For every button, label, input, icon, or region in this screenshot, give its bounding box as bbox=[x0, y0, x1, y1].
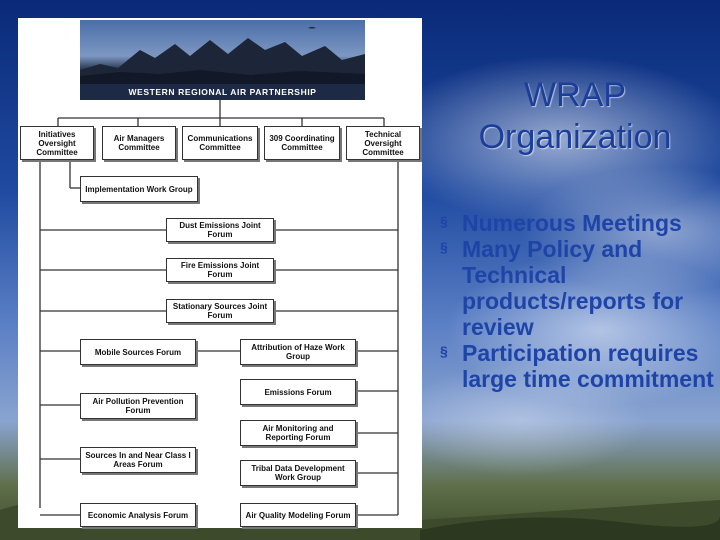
committee-box: Communications Committee bbox=[182, 126, 258, 160]
joint-forum-box: Fire Emissions Joint Forum bbox=[166, 258, 274, 282]
forum-box: Air Monitoring and Reporting Forum bbox=[240, 420, 356, 446]
joint-forum-box: Dust Emissions Joint Forum bbox=[166, 218, 274, 242]
title-line: WRAP bbox=[524, 76, 626, 114]
bullet-marker-icon: § bbox=[440, 213, 448, 229]
bullet-item: § Numerous Meetings bbox=[438, 210, 718, 236]
title-line: Organization bbox=[478, 118, 672, 156]
bullet-item: § Participation requires large time comm… bbox=[438, 340, 718, 392]
bullet-text: Numerous Meetings bbox=[462, 210, 682, 236]
committee-box: Initiatives Oversight Committee bbox=[20, 126, 94, 160]
bullet-marker-icon: § bbox=[440, 343, 448, 359]
committee-box: 309 Coordinating Committee bbox=[264, 126, 340, 160]
forum-box: Emissions Forum bbox=[240, 379, 356, 405]
work-group-box: Implementation Work Group bbox=[80, 176, 198, 202]
bullet-item: § Many Policy and Technical products/rep… bbox=[438, 236, 718, 340]
forum-box: Air Pollution Prevention Forum bbox=[80, 393, 196, 419]
committee-box: Technical Oversight Committee bbox=[346, 126, 420, 160]
forum-box: Attribution of Haze Work Group bbox=[240, 339, 356, 365]
org-chart-connector-lines bbox=[39, 100, 399, 516]
committee-box: Air Managers Committee bbox=[102, 126, 176, 160]
work-group-box: Tribal Data Development Work Group bbox=[240, 460, 356, 486]
wrap-logo: WESTERN REGIONAL AIR PARTNERSHIP bbox=[80, 20, 365, 100]
joint-forum-box: Stationary Sources Joint Forum bbox=[166, 299, 274, 323]
logo-banner: WESTERN REGIONAL AIR PARTNERSHIP bbox=[80, 84, 365, 100]
slide-title: WRAP Organization bbox=[440, 74, 710, 158]
forum-box: Air Quality Modeling Forum bbox=[240, 503, 356, 527]
forum-box: Economic Analysis Forum bbox=[80, 503, 196, 527]
bullet-list: § Numerous Meetings § Many Policy and Te… bbox=[438, 210, 718, 392]
bullet-marker-icon: § bbox=[440, 239, 448, 255]
bullet-text: Participation requires large time commit… bbox=[462, 340, 714, 392]
mountain-skyline-icon bbox=[80, 27, 365, 86]
forum-box: Sources In and Near Class I Areas Forum bbox=[80, 447, 196, 473]
bullet-text: Many Policy and Technical products/repor… bbox=[462, 236, 684, 340]
org-chart: WESTERN REGIONAL AIR PARTNERSHIP Initiat… bbox=[18, 18, 422, 528]
forum-box: Mobile Sources Forum bbox=[80, 339, 196, 365]
